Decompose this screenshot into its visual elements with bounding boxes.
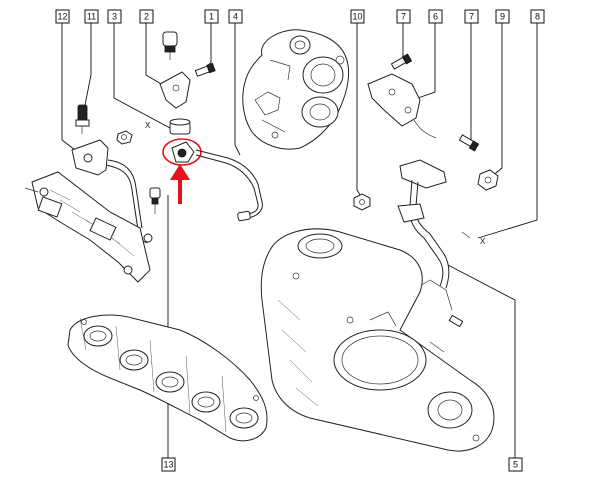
sensor-13 — [149, 187, 161, 214]
pipe-union — [169, 118, 191, 135]
callout-4-label: 4 — [233, 12, 238, 22]
sensor-9 — [477, 169, 499, 191]
callout-6: 6 — [428, 9, 443, 24]
callout-3-label: 3 — [112, 12, 117, 22]
callout-1-label: 1 — [209, 12, 214, 22]
callout-13-label: 13 — [163, 460, 173, 470]
callout-13: 13 — [161, 457, 176, 472]
mounting-bracket-6 — [367, 73, 437, 139]
highlight-circle — [162, 138, 202, 166]
callout-1: 1 — [204, 9, 219, 24]
nut-part — [116, 130, 133, 145]
callout-5-label: 5 — [513, 460, 518, 470]
callout-8-label: 8 — [535, 12, 540, 22]
callout-9: 9 — [495, 9, 510, 24]
turbocharger — [242, 29, 350, 150]
callout-9-label: 9 — [500, 12, 505, 22]
temperature-sensor — [75, 104, 90, 134]
callout-8: 8 — [530, 9, 545, 24]
catalytic-converter — [260, 228, 495, 452]
sensor-bracket — [24, 171, 151, 283]
x-mark-right: X — [480, 237, 486, 246]
highlighted-fitting — [162, 138, 202, 204]
callout-11-label: 11 — [87, 12, 96, 22]
callout-2: 2 — [139, 9, 154, 24]
bolt-7-right — [458, 134, 480, 152]
x-mark-left-label: X — [145, 121, 151, 130]
bolt-1 — [194, 62, 216, 77]
callout-10: 10 — [350, 9, 365, 24]
callout-4: 4 — [228, 9, 243, 24]
callout-7-top-label: 7 — [401, 12, 406, 22]
callout-7-right: 7 — [464, 9, 479, 24]
x-mark-right-label: X — [480, 237, 486, 246]
highlight-arrow-head — [170, 164, 190, 180]
callout-7-top: 7 — [396, 9, 411, 24]
bolt-7-top — [390, 53, 413, 70]
callout-10-label: 10 — [352, 12, 362, 22]
callout-12-label: 12 — [57, 12, 67, 22]
callout-5: 5 — [508, 457, 523, 472]
callout-2-label: 2 — [144, 12, 149, 22]
callout-3: 3 — [107, 9, 122, 24]
pressure-sensor-top — [162, 31, 178, 60]
callout-12: 12 — [55, 9, 70, 24]
pressure-sensor-assembly — [71, 139, 153, 243]
nut-10 — [353, 193, 371, 211]
callout-6-label: 6 — [433, 12, 438, 22]
x-mark-left: X — [145, 121, 151, 130]
exhaust-manifold — [67, 314, 268, 442]
sensor-mount-bracket — [159, 71, 191, 109]
pressure-pipe — [195, 149, 263, 222]
callout-11: 11 — [84, 9, 99, 24]
callout-7-right-label: 7 — [469, 12, 474, 22]
